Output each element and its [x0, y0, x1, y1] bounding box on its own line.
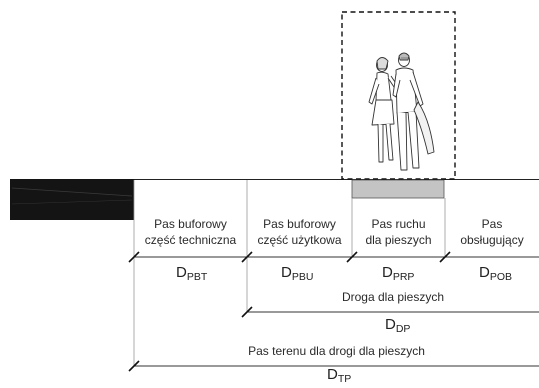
- dim-sub: POB: [489, 271, 513, 283]
- dim-symbol-pbu: DPBU: [281, 264, 313, 286]
- zone-label-line1: Pas ruchu: [371, 217, 426, 231]
- zone-label-line2: obsługujący: [460, 233, 524, 247]
- dim-sub: PBT: [186, 271, 208, 283]
- zone-label-buffer-technical: Pas buforowy część techniczna: [134, 216, 247, 248]
- dimension-ticks: [128, 251, 451, 372]
- dim-sub: PRP: [392, 271, 415, 283]
- zone-label-line1: Pas buforowy: [263, 217, 336, 231]
- roadway-block: [10, 179, 134, 220]
- dim-main: D: [281, 264, 292, 281]
- zone-label-line2: dla pieszych: [365, 233, 432, 247]
- dim-main: D: [176, 264, 187, 281]
- dim-sub: PBU: [291, 271, 314, 283]
- zone-label-service-strip: Pas obsługujący: [445, 216, 539, 248]
- dim-symbol-tp: DTP: [327, 366, 351, 388]
- zone-boundaries: [133, 180, 446, 366]
- dimension-lines: [134, 256, 539, 367]
- dim-main: D: [385, 316, 396, 333]
- clearance-envelope: [341, 11, 456, 180]
- zone-label-line2: część techniczna: [144, 233, 237, 247]
- zone-label-buffer-usable: Pas buforowy część użytkowa: [247, 216, 352, 248]
- dim-symbol-pbt: DPBT: [176, 264, 207, 286]
- dim-main: D: [327, 366, 338, 383]
- terrain-label: Pas terenu dla drogi dla pieszych: [248, 344, 425, 358]
- footway-label: Droga dla pieszych: [341, 290, 445, 304]
- dim-sub: TP: [337, 373, 352, 385]
- zone-label-line2: część użytkowa: [257, 233, 342, 247]
- dim-symbol-dp: DDP: [385, 316, 410, 338]
- zone-label-line1: Pas: [481, 217, 503, 231]
- dim-symbol-prp: DPRP: [382, 264, 414, 286]
- dim-main: D: [479, 264, 490, 281]
- pedestrians-illustration: [368, 52, 435, 171]
- dim-main: D: [382, 264, 393, 281]
- zone-label-pedestrian-lane: Pas ruchu dla pieszych: [352, 216, 445, 248]
- dim-symbol-pob: DPOB: [479, 264, 512, 286]
- zone-label-line1: Pas buforowy: [154, 217, 227, 231]
- dim-sub: DP: [395, 323, 411, 335]
- pavement-slab: [351, 179, 445, 199]
